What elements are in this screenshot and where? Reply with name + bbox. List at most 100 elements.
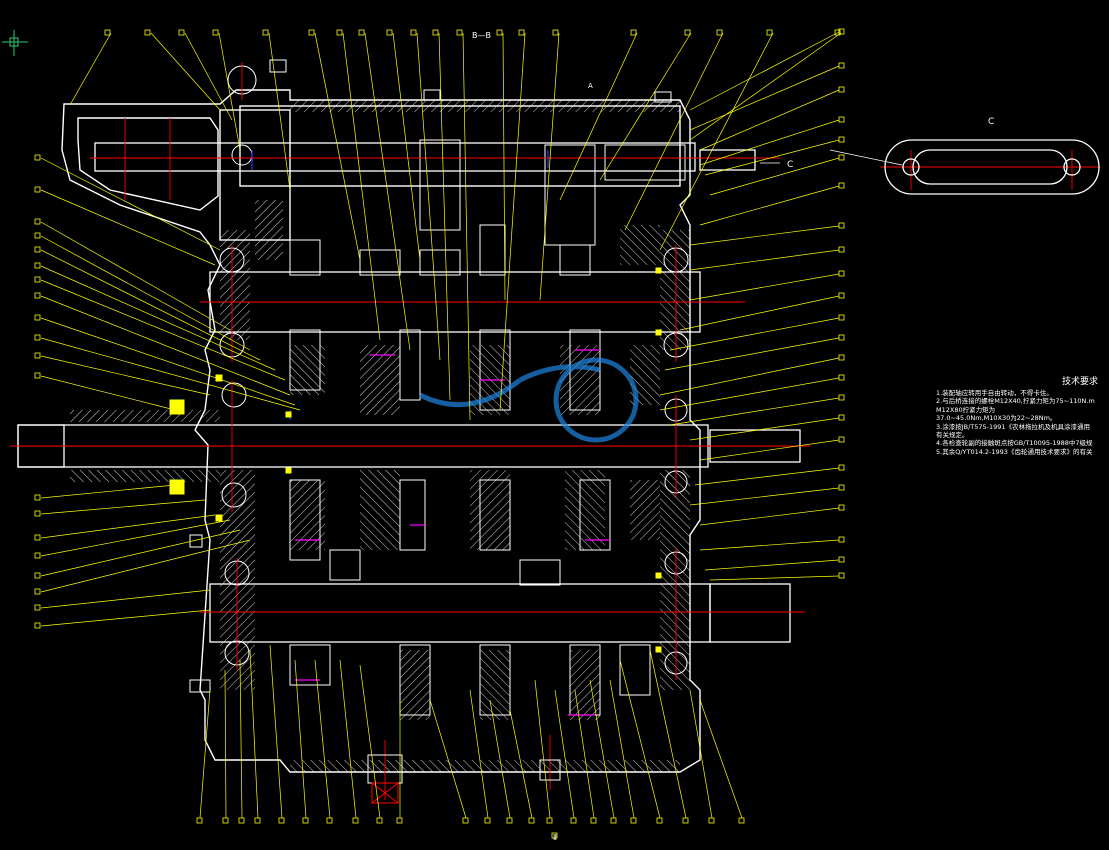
callout-leader [619, 659, 661, 819]
callout-leader [554, 689, 575, 819]
callout-marker [144, 29, 151, 36]
callout-leader [40, 539, 251, 593]
callout-leader [669, 397, 840, 426]
tech-req-line: 5.其余Q/YT014.2-1993《齿轮通用技术要求》的有关 [936, 447, 1093, 456]
callout-marker [376, 817, 383, 824]
callout-marker [238, 817, 245, 824]
callout-marker [336, 29, 343, 36]
view-label-c: C [988, 117, 994, 127]
callout-leader [689, 417, 840, 441]
callout-marker [34, 604, 41, 611]
callout-marker [838, 182, 845, 189]
callout-marker [34, 352, 41, 359]
callout-leader [150, 32, 221, 111]
callout-marker [34, 510, 41, 517]
callout-leader [699, 89, 840, 151]
ucs-crosshair-icon [2, 30, 28, 56]
callout-marker [551, 832, 558, 839]
callout-marker [34, 572, 41, 579]
seals [169, 267, 662, 653]
callout-marker [34, 314, 41, 321]
callout-leader [239, 659, 243, 819]
callout-leader [699, 119, 840, 166]
callout-leader [359, 664, 381, 819]
callout-leader [534, 679, 551, 819]
callout-leader [40, 265, 276, 371]
callout-marker [34, 246, 41, 253]
callout-leader [699, 699, 743, 819]
callout-leader [699, 185, 840, 226]
callout-marker [34, 262, 41, 269]
tech-req-line: 2.与后桥连接的螺栓M12X40,拧紧力矩为75~110N.m [936, 397, 1095, 406]
callout-leader [339, 659, 357, 819]
callout-leader [40, 355, 211, 396]
callout-marker [34, 292, 41, 299]
callout-marker [838, 504, 845, 511]
callout-leader [40, 249, 261, 361]
callout-marker [590, 817, 597, 824]
callout-leader [589, 679, 615, 819]
callout-leader [462, 32, 471, 421]
callout-leader [40, 589, 211, 609]
callout-leader [40, 337, 301, 411]
callout-leader [502, 32, 506, 301]
callout-marker [682, 817, 689, 824]
tech-req-line: 37.0~45.0Nm,M10X30为22~28Nm。 [936, 414, 1057, 423]
callout-marker [396, 817, 403, 824]
callout-leader [709, 157, 840, 196]
callout-leader [40, 317, 296, 406]
callout-leader [689, 689, 713, 819]
callout-marker [838, 246, 845, 253]
callout-leader [489, 699, 511, 819]
callout-marker [496, 29, 503, 36]
callout-leader [539, 32, 560, 301]
section-a-label: A [588, 82, 593, 90]
tech-req-line: 有关规定。 [936, 431, 969, 440]
callout-marker [610, 817, 617, 824]
bottom-label: Ⅱ [553, 833, 557, 842]
callout-marker [432, 29, 439, 36]
callout-marker [838, 86, 845, 93]
view-c-leader [760, 149, 903, 166]
callout-leader [689, 273, 840, 301]
callout-marker [104, 29, 111, 36]
callout-leader [40, 519, 231, 557]
callout-leader [40, 375, 176, 411]
section-label-bb: B—B [472, 31, 491, 40]
callout-marker [528, 817, 535, 824]
callout-leader [364, 32, 411, 351]
callout-leader [40, 514, 216, 539]
callout-leader [40, 609, 211, 627]
tech-req-line: 4.各检查轮副的接触斑点按GB/T10095-1988中7级规 [936, 439, 1093, 448]
callout-leader [689, 249, 840, 271]
callout-leader [699, 507, 840, 526]
callout-leader [689, 225, 840, 246]
callout-marker [630, 29, 637, 36]
callout-marker [34, 232, 41, 239]
callout-leader [664, 337, 840, 371]
callout-leader [40, 529, 241, 577]
callout-marker [34, 494, 41, 501]
callout-marker [838, 536, 845, 543]
callout-leader [689, 31, 840, 111]
callout-leader [694, 467, 840, 486]
callout-marker [34, 276, 41, 283]
callout-leader [624, 32, 724, 231]
callout-leader [184, 32, 233, 121]
callout-leader [40, 221, 231, 331]
callout-marker [838, 556, 845, 563]
callout-marker [506, 817, 513, 824]
callout-marker [212, 29, 219, 36]
callout-leader [659, 377, 840, 411]
callout-leader [689, 65, 840, 131]
callout-leader [40, 189, 216, 266]
callout-leader [416, 32, 441, 361]
callout-markers [34, 28, 845, 839]
callout-marker [838, 394, 845, 401]
callout-marker [34, 588, 41, 595]
callout-marker [518, 29, 525, 36]
tech-req-notes: 1.装配轴应转用手自由转动，不得卡住。 2.与后桥连接的螺栓M12X40,拧紧力… [936, 389, 1109, 456]
callout-leader [599, 32, 692, 181]
callout-leader [294, 659, 307, 819]
